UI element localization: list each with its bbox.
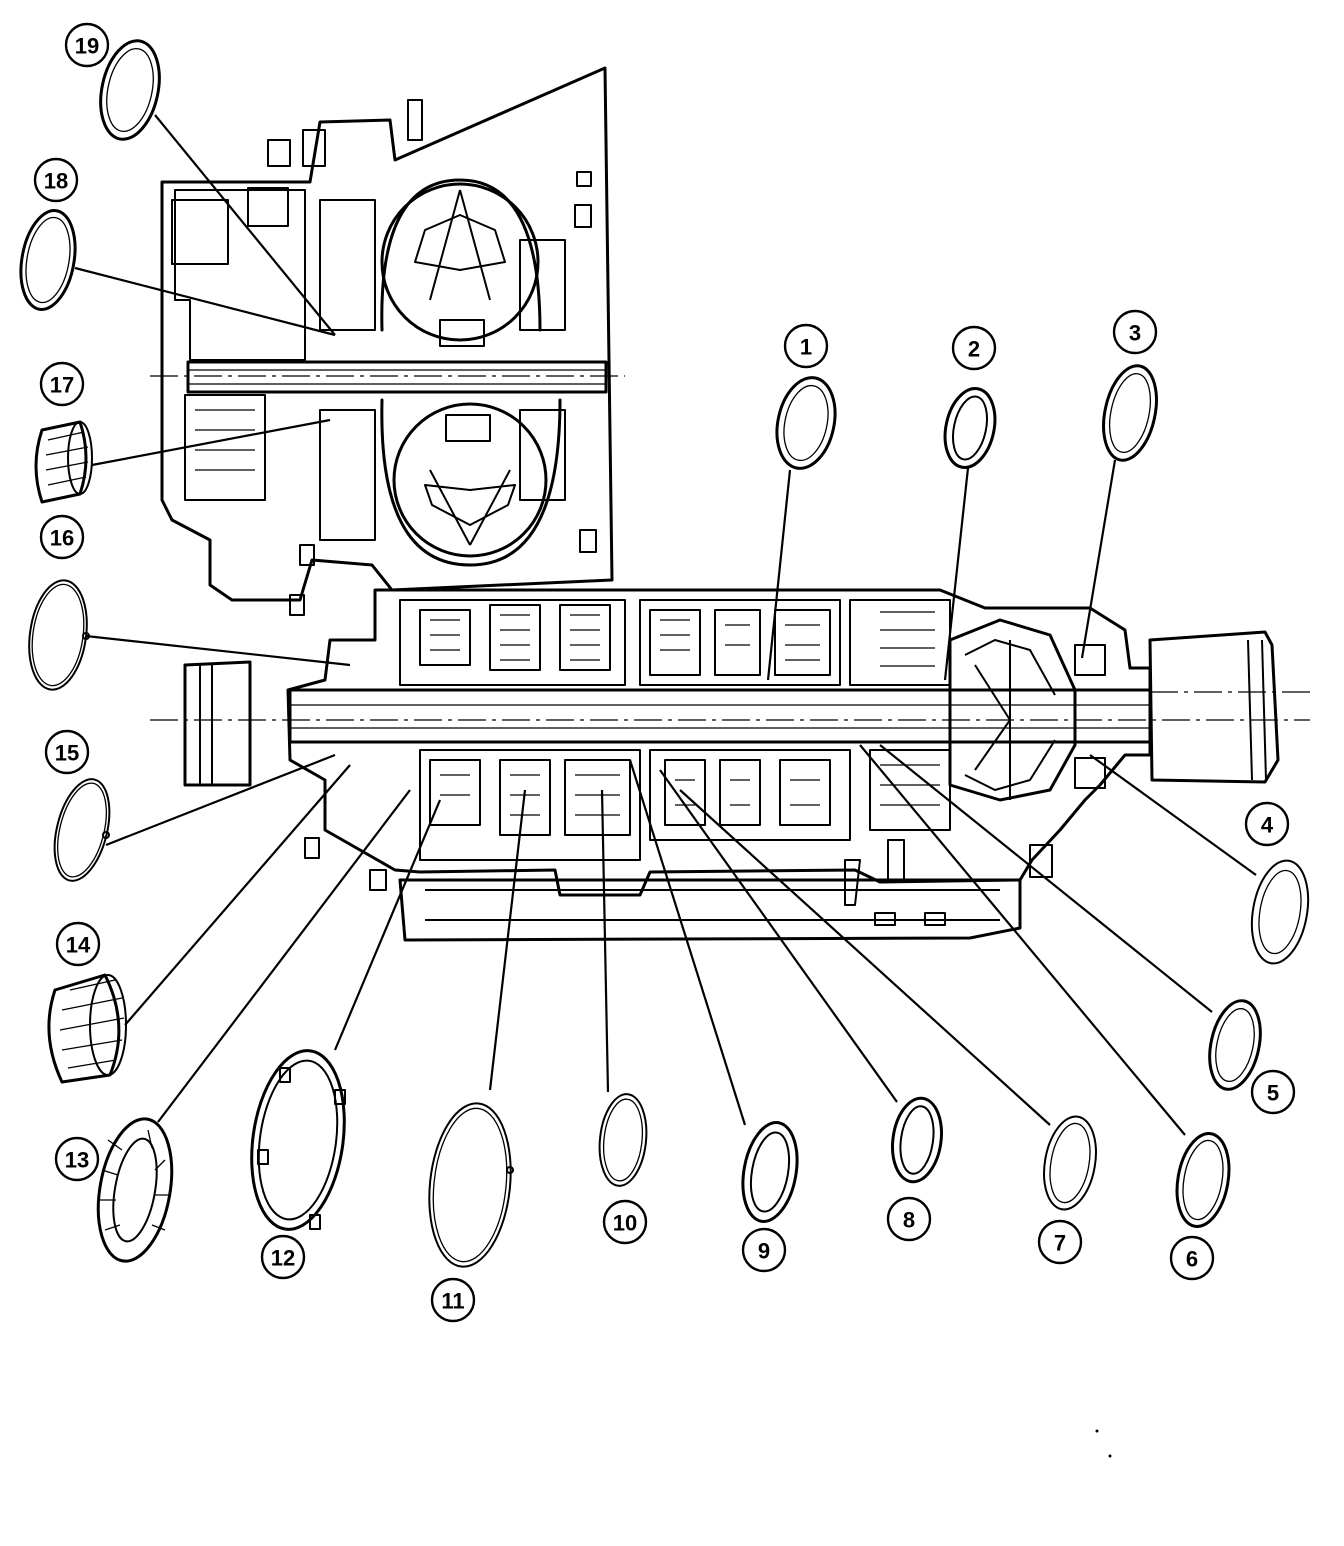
leader-18	[74, 266, 336, 337]
leader-17	[91, 418, 331, 467]
part-6-washer	[1175, 1132, 1231, 1228]
callout-5-label: 5	[1267, 1081, 1279, 1106]
callout-18-label: 18	[44, 169, 68, 194]
callout-10: 10	[602, 1199, 648, 1245]
callout-1: 1	[783, 323, 829, 369]
part-1-washer	[775, 376, 837, 470]
leader-13	[157, 789, 411, 1123]
callout-2-label: 2	[968, 337, 980, 362]
leader-2	[943, 467, 970, 681]
leader-8	[659, 769, 898, 1103]
callout-15: 15	[44, 729, 90, 775]
part-14-bearing	[47, 973, 127, 1084]
callout-19: 19	[64, 22, 110, 68]
leader-16	[85, 634, 351, 667]
callout-17: 17	[39, 361, 85, 407]
part-3-washer	[1102, 364, 1158, 462]
part-16-snap-ring	[28, 579, 90, 691]
part-13-tabbed-washer	[96, 1117, 174, 1263]
callout-15-label: 15	[55, 741, 79, 766]
leader-14	[124, 764, 351, 1026]
part-15-snap-ring	[53, 778, 111, 882]
scan-speck	[1108, 1454, 1112, 1458]
part-18-washer	[19, 209, 77, 311]
part-10-washer	[598, 1093, 648, 1187]
leader-4	[1089, 754, 1257, 876]
part-11-snap-ring	[428, 1102, 514, 1268]
callout-11-label: 11	[441, 1289, 464, 1314]
callout-9: 9	[741, 1227, 787, 1273]
part-8-washer	[891, 1096, 943, 1184]
callout-4: 4	[1244, 801, 1290, 847]
leader-7	[679, 789, 1051, 1126]
callout-8-label: 8	[903, 1208, 915, 1233]
callout-18: 18	[33, 157, 79, 203]
leader-12	[333, 799, 442, 1051]
leader-19	[154, 114, 336, 336]
callout-6-label: 6	[1186, 1247, 1198, 1272]
callout-3: 3	[1112, 309, 1158, 355]
callout-7-label: 7	[1054, 1231, 1066, 1256]
leader-lines	[74, 114, 1257, 1136]
callout-12-label: 12	[271, 1246, 295, 1271]
part-9-washer	[741, 1121, 799, 1223]
leader-11	[488, 789, 527, 1091]
leader-3	[1080, 459, 1117, 659]
part-2-washer	[943, 387, 997, 469]
callout-9-label: 9	[758, 1239, 770, 1264]
part-12-tabbed-washer	[250, 1049, 346, 1231]
part-17-bearing	[34, 420, 93, 504]
leader-10	[600, 789, 610, 1093]
leader-9	[628, 759, 747, 1126]
scan-speck	[1095, 1429, 1099, 1433]
callout-6: 6	[1169, 1235, 1215, 1281]
part-5-washer	[1208, 999, 1262, 1091]
transmission-housing	[150, 66, 1310, 942]
callout-1-label: 1	[800, 335, 812, 360]
callout-13-label: 13	[65, 1148, 89, 1173]
callout-14: 14	[55, 921, 101, 967]
leader-6	[859, 744, 1186, 1136]
part-19-washer	[99, 39, 161, 141]
callout-11: 11	[430, 1277, 476, 1323]
callout-17-label: 17	[50, 373, 74, 398]
callout-5: 5	[1250, 1069, 1296, 1115]
leader-15	[105, 753, 336, 847]
callout-8: 8	[886, 1196, 932, 1242]
callout-13: 13	[54, 1136, 100, 1182]
callout-16-label: 16	[50, 526, 74, 551]
callout-3-label: 3	[1129, 321, 1141, 346]
callout-14-label: 14	[66, 933, 91, 958]
callout-7: 7	[1037, 1219, 1083, 1265]
callout-12: 12	[260, 1234, 306, 1280]
part-4-washer	[1250, 859, 1310, 965]
exploded-parts	[19, 39, 1310, 1268]
callout-19-label: 19	[75, 34, 99, 59]
leader-1	[766, 469, 792, 681]
callout-16: 16	[39, 514, 85, 560]
callout-2: 2	[951, 325, 997, 371]
leader-5	[879, 744, 1213, 1013]
callout-10-label: 10	[613, 1211, 637, 1236]
callout-4-label: 4	[1261, 813, 1274, 838]
part-7-washer	[1043, 1115, 1097, 1211]
